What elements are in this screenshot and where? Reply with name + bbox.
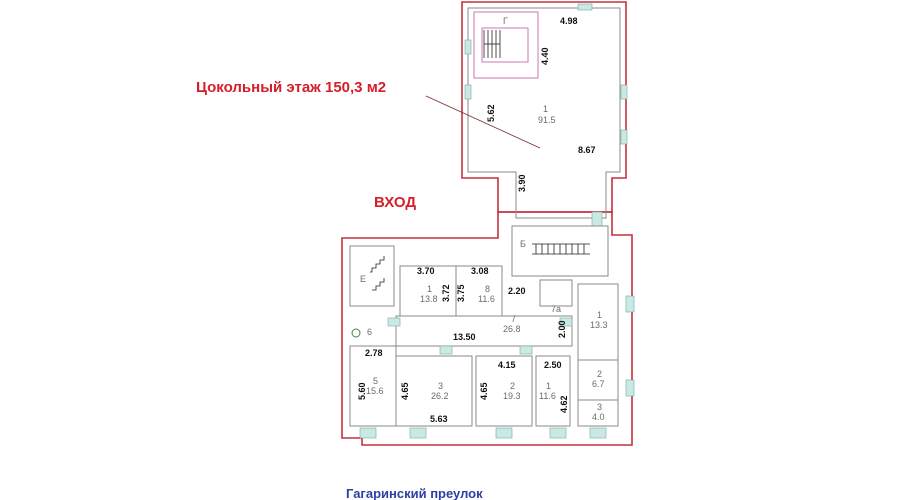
window [464,84,472,100]
dim-label: 4.40 [540,47,550,65]
dim-label: 4.15 [498,360,516,370]
room-number: 1 [427,284,432,294]
dim-label: 2.00 [557,320,567,338]
room-e2: 2 6.7 [592,369,605,389]
dim-label: 4.65 [400,382,410,400]
pointer-line [425,95,541,149]
window [589,427,607,439]
dim-label: 5.63 [430,414,448,424]
room-area: 6.7 [592,379,605,389]
dim-label: 3.72 [441,284,451,302]
room-area: 11.6 [478,294,495,304]
stair-label-b: Б [520,239,526,249]
window [439,345,453,355]
dim-label: 4.62 [559,395,569,413]
window [625,379,635,397]
room-number: 1 [597,310,602,320]
room-top-1: 1 91.5 [538,104,556,125]
stair-g [483,30,501,58]
dim-label: 2.50 [544,360,562,370]
room-area: 19.3 [503,391,521,401]
room-number: 2 [510,381,515,391]
dim-label: 3.70 [417,266,435,276]
room-w1: 1 13.8 [420,284,438,304]
dim-label: 2.78 [365,348,383,358]
stair-e-box [349,245,395,307]
dim-label: 5.60 [357,382,367,400]
entrance-label: ВХОД [374,194,416,211]
room-e1: 1 13.3 [590,310,608,330]
room-7a-outline [539,279,573,307]
room-7a-label: 7а [551,304,561,314]
inner-wall-top [467,7,621,219]
window [359,427,377,439]
room-area: 15.6 [366,386,384,396]
window [625,295,635,313]
room-area: 91.5 [538,115,556,125]
dim-label: 2.20 [508,286,526,296]
dim-label: 3.75 [456,284,466,302]
stair-label-g: Г [503,16,508,26]
stair-b-box [511,225,609,277]
room-number: 5 [373,376,378,386]
room-number: 1 [543,104,548,114]
dim-label: 4.98 [560,16,578,26]
room-number: 7 [511,314,516,324]
room-area: 4.0 [592,412,605,422]
room-e3-outline [577,399,619,427]
stair-e [370,256,385,291]
stair-g-inner [481,27,529,63]
window [577,3,593,11]
wc-label: 6 [367,327,372,337]
room-area: 26.8 [503,324,521,334]
room-b2: 2 19.3 [503,381,521,401]
street-label: Гагаринский преулок [346,486,483,500]
room-area: 26.2 [431,391,449,401]
floor-title: Цокольный этаж 150,3 м2 [196,79,386,96]
room-area: 13.3 [590,320,608,330]
window [620,129,628,145]
dim-label: 13.50 [453,332,476,342]
dim-label: 3.90 [517,174,527,192]
room-b1: 1 11.6 [539,381,556,401]
window [549,427,567,439]
room-area: 13.8 [420,294,438,304]
window [387,317,401,327]
room-w7-outline [395,315,573,347]
room-number: 2 [597,369,602,379]
dim-label: 3.08 [471,266,489,276]
window [495,427,513,439]
room-b2-outline [475,355,533,427]
toilet-icon [351,328,361,338]
room-b5: 5 15.6 [366,376,384,396]
room-w8: 8 11.6 [478,284,495,304]
dim-label: 5.62 [486,104,496,122]
window [591,211,603,227]
outer-wall-main [341,211,633,446]
room-e3: 3 4.0 [592,402,605,422]
window [409,427,427,439]
room-number: 8 [485,284,490,294]
window [620,84,628,100]
stair-label-e: Е [360,274,366,284]
window [559,317,573,327]
room-b3-outline [395,355,473,427]
room-w7: 7 26.8 [503,314,521,334]
stair-b [532,243,590,255]
dim-label: 4.65 [479,382,489,400]
room-b1-outline [535,355,571,427]
room-number: 3 [438,381,443,391]
window [519,345,533,355]
stair-g-box [473,11,539,79]
room-number: 1 [546,381,551,391]
room-b3: 3 26.2 [431,381,449,401]
room-area: 11.6 [539,391,556,401]
window [464,39,472,55]
room-number: 3 [597,402,602,412]
dim-label: 8.67 [578,145,596,155]
